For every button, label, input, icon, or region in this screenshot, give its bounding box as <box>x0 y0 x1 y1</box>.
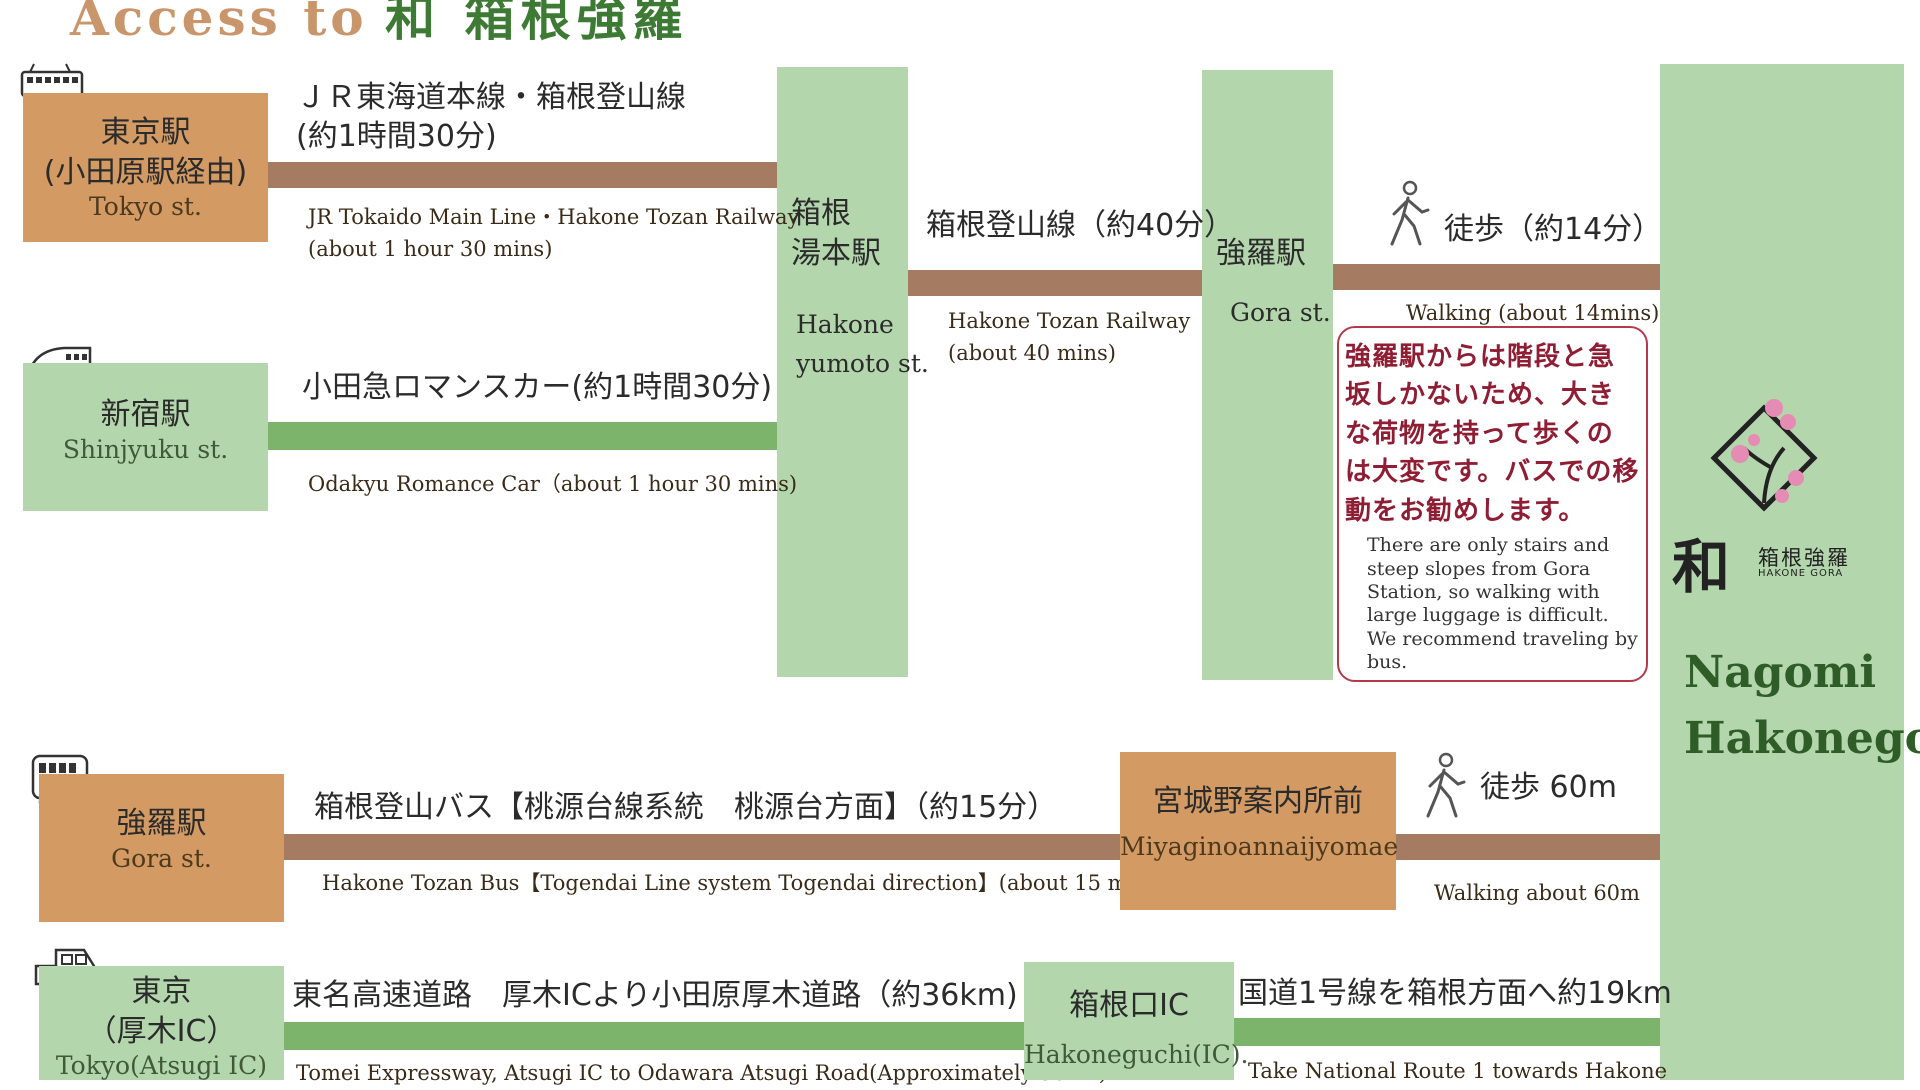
walk-gora-en: Walking (about 14mins) <box>1406 301 1660 325</box>
walk-bus-en: Walking about 60m <box>1434 881 1640 905</box>
bus-line-en: Hakone Tozan Bus【Togendai Line system To… <box>322 871 1167 895</box>
miyagino-stop-en: Miyaginoannaijyomae <box>1120 831 1399 861</box>
tokyo-atsugi-jp: 東京 （厚木IC） <box>86 974 237 1049</box>
odakyu-line-en: Odakyu Romance Car（about 1 hour 30 mins) <box>308 472 798 496</box>
logo-name-jp: 箱根強羅 <box>1758 546 1850 570</box>
gora-bus-station-box: 強羅駅 Gora st. <box>39 774 284 922</box>
walk-gora-bar <box>1333 264 1660 290</box>
odakyu-line-bar <box>268 422 777 450</box>
logo-name-en: HAKONE GORA <box>1758 568 1844 579</box>
gora-station-jp: 強羅駅 <box>1216 236 1306 271</box>
tokyo-station-via: (小田原駅経由) <box>43 154 248 190</box>
page-title: Access to 和 箱根強羅 <box>70 0 689 47</box>
note-en-text: There are only stairs and steep slopes f… <box>1367 534 1638 674</box>
miyagino-stop-jp: 宮城野案内所前 <box>1153 784 1363 819</box>
hakoneguchi-ic-en: Hakoneguchi(IC). <box>1024 1039 1249 1069</box>
walking-person-icon <box>1390 180 1430 246</box>
miyagino-stop-box: 宮城野案内所前 Miyaginoannaijyomae <box>1120 752 1399 910</box>
gora-station-en: Gora st. <box>1230 298 1331 327</box>
destination-column <box>1660 64 1904 1080</box>
tozan-railway-en: Hakone Tozan Railway (about 40 mins) <box>948 309 1191 365</box>
walk-bus-bar <box>1396 834 1660 860</box>
tozan-railway-label: 箱根登山線（約40分） <box>926 208 1235 243</box>
walk-gora-label: 徒歩（約14分） <box>1444 212 1663 247</box>
tokyo-station-box: 東京駅 (小田原駅経由) Tokyo st. <box>23 93 268 242</box>
route1-label: 国道1号線を箱根方面へ約19km <box>1238 976 1672 1011</box>
tokyo-station-jp: 東京駅 <box>100 115 191 150</box>
destination-name: Nagomi Hakonegora <box>1684 647 1920 764</box>
gora-station-column <box>1202 70 1333 680</box>
yumoto-station-en: Hakone yumoto st. <box>796 310 929 378</box>
tokyo-station-en: Tokyo st. <box>89 192 202 222</box>
route1-bar <box>1234 1018 1660 1046</box>
bus-line-bar <box>284 834 1120 860</box>
logo-kanji: 和 <box>1672 533 1731 601</box>
tomei-expressway-label: 東名高速道路 厚木ICより小田原厚木道路（約36km) <box>292 978 1018 1013</box>
walk-bus-label: 徒歩 60m <box>1480 770 1617 805</box>
shinjuku-station-box: 新宿駅 Shinjyuku st. <box>23 363 268 511</box>
jr-line-bar <box>268 162 777 188</box>
cherry-blossom-logo <box>1710 399 1818 512</box>
hakoneguchi-ic-box: 箱根口IC Hakoneguchi(IC). <box>1024 962 1249 1080</box>
route1-en: Take National Route 1 towards Hakone <box>1248 1059 1668 1083</box>
tomei-expressway-bar <box>284 1022 1024 1050</box>
luggage-warning-note: 強羅駅からは階段と急坂しかないため、大きな荷物を持って歩くのは大変です。バスでの… <box>1337 326 1648 682</box>
yumoto-station-jp: 箱根 湯本駅 <box>791 196 881 271</box>
shinjuku-station-en: Shinjyuku st. <box>62 434 229 464</box>
walking-person-icon <box>1426 752 1466 818</box>
tozan-railway-bar <box>908 270 1202 296</box>
shinjuku-station-jp: 新宿駅 <box>100 397 191 432</box>
gora-bus-station-en: Gora st. <box>111 843 212 873</box>
hakoneguchi-ic-jp: 箱根口IC <box>1069 988 1189 1023</box>
jr-line-label: ＪＲ東海道本線・箱根登山線 (約1時間30分) <box>296 80 686 154</box>
jr-line-en: JR Tokaido Main Line・Hakone Tozan Railwa… <box>308 205 800 261</box>
odakyu-line-label: 小田急ロマンスカー(約1時間30分) <box>302 370 773 405</box>
tokyo-atsugi-en: Tokyo(Atsugi IC) <box>55 1051 268 1081</box>
tokyo-atsugi-box: 東京 （厚木IC） Tokyo(Atsugi IC) <box>39 966 284 1080</box>
bus-line-label: 箱根登山バス【桃源台線系統 桃源台方面】（約15分） <box>314 790 1058 825</box>
gora-bus-station-jp: 強羅駅 <box>116 806 207 841</box>
tomei-expressway-en: Tomei Expressway, Atsugi IC to Odawara A… <box>296 1061 1107 1085</box>
note-jp-text: 強羅駅からは階段と急坂しかないため、大きな荷物を持って歩くのは大変です。バスでの… <box>1345 342 1640 526</box>
yumoto-station-column <box>777 67 908 677</box>
